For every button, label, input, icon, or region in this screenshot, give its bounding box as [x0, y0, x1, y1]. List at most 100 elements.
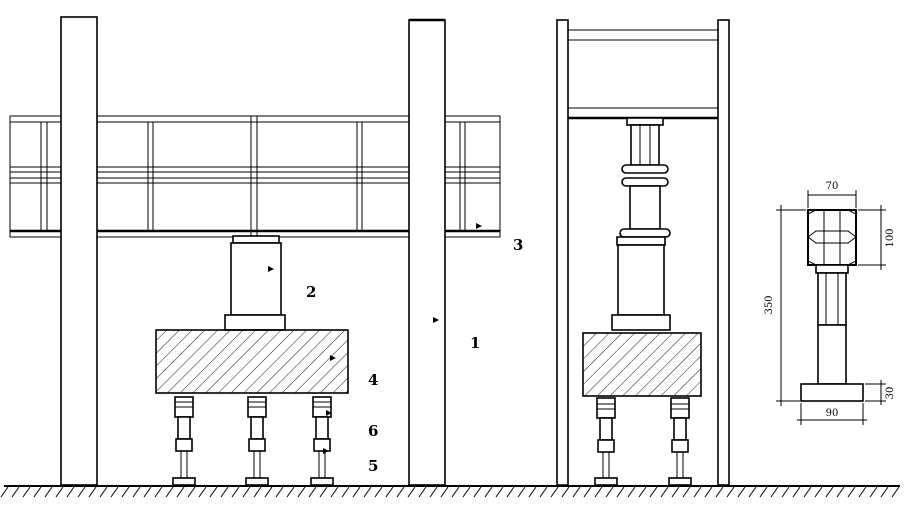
ground-hatch-mark [891, 486, 900, 498]
ground-hatch-mark [462, 486, 471, 498]
ground-hatch-mark [473, 486, 482, 498]
ground-hatch-mark [484, 486, 493, 498]
ground-hatch-mark [418, 486, 427, 498]
foundation-block-side [582, 332, 702, 397]
ground-hatch-mark [264, 486, 273, 498]
ground-hatch-mark [825, 486, 834, 498]
ground-line [0, 485, 900, 498]
dim-total-height: 350 [764, 295, 775, 314]
ground-hatch-mark [88, 486, 97, 498]
ground-hatch-mark [726, 486, 735, 498]
dim-base-width: 90 [826, 408, 839, 419]
ground-hatch-mark [33, 486, 42, 498]
ground-hatch-mark [396, 486, 405, 498]
ground-hatch-mark [297, 486, 306, 498]
ground-hatch-mark [748, 486, 757, 498]
ground-hatch-mark [605, 486, 614, 498]
ground-hatch-mark [550, 486, 559, 498]
ground-hatch-mark [286, 486, 295, 498]
ground-hatch-mark [594, 486, 603, 498]
ground-hatch-mark [693, 486, 702, 498]
reaction-column [408, 19, 446, 486]
ground-hatch-mark [231, 486, 240, 498]
label-4: 4 [368, 371, 378, 389]
ground-hatch-mark [682, 486, 691, 498]
foundation-block-left [155, 329, 349, 394]
ground-hatch-mark [385, 486, 394, 498]
ground-hatch-mark [308, 486, 317, 498]
support-jack-3 [310, 396, 334, 486]
ground-hatch-mark [627, 486, 636, 498]
ground-hatch-mark [341, 486, 350, 498]
ground-hatch-mark [187, 486, 196, 498]
ground-hatch-mark [561, 486, 570, 498]
ground-hatch-mark [814, 486, 823, 498]
support-jack-side-1 [594, 397, 618, 486]
ground-hatch-mark [803, 486, 812, 498]
dim-base-height: 30 [885, 387, 896, 400]
dim-top-height: 100 [885, 228, 896, 247]
load-train-side-view [611, 117, 671, 331]
ground-hatch-mark [198, 486, 207, 498]
ground-hatch-mark [110, 486, 119, 498]
specimen-detail [800, 209, 864, 402]
ground-hatch-mark [495, 486, 504, 498]
ground-hatch-mark [44, 486, 53, 498]
ground-hatch-mark [737, 486, 746, 498]
ground-hatch-mark [363, 486, 372, 498]
ground-hatch-mark [352, 486, 361, 498]
ground-hatch-mark [880, 486, 889, 498]
support-jack-1 [172, 396, 196, 486]
ground-hatch-mark [77, 486, 86, 498]
ground-hatch-mark [242, 486, 251, 498]
ground-hatch-mark [836, 486, 845, 498]
ground-hatch-mark [319, 486, 328, 498]
dimension-lines [776, 190, 886, 425]
label-2: 2 [306, 283, 316, 301]
ground-hatch-mark [143, 486, 152, 498]
support-jack-side-2 [668, 397, 692, 486]
label-6: 6 [368, 422, 378, 440]
ground-hatch-mark [649, 486, 658, 498]
left-column [60, 16, 98, 486]
ground-hatch-mark [539, 486, 548, 498]
ground-hatch-mark [858, 486, 867, 498]
ground-hatch-mark [847, 486, 856, 498]
ground-hatch-mark [165, 486, 174, 498]
ground-hatch-mark [792, 486, 801, 498]
ground-hatch-mark [517, 486, 526, 498]
ground-hatch-mark [121, 486, 130, 498]
ground-hatch-mark [55, 486, 64, 498]
specimen-left-view [224, 235, 286, 331]
ground-hatch-mark [506, 486, 515, 498]
ground-hatch-mark [572, 486, 581, 498]
ground-hatch-mark [781, 486, 790, 498]
ground-hatch-mark [451, 486, 460, 498]
ground-hatch-mark [132, 486, 141, 498]
ground-hatch-mark [66, 486, 75, 498]
ground-hatch-mark [429, 486, 438, 498]
ground-hatch-mark [638, 486, 647, 498]
ground-hatch-mark [869, 486, 878, 498]
ground-hatch-mark [0, 486, 9, 498]
ground-hatch-mark [671, 486, 680, 498]
ground-hatch-mark [220, 486, 229, 498]
ground-hatch-mark [22, 486, 31, 498]
dim-top-width: 70 [826, 181, 839, 192]
label-5: 5 [368, 457, 378, 475]
label-3: 3 [513, 236, 523, 254]
pointer-marks [268, 223, 482, 454]
ground-hatch-mark [660, 486, 669, 498]
ground-hatch-mark [275, 486, 284, 498]
ground-hatch-mark [528, 486, 537, 498]
ground-hatch-mark [704, 486, 713, 498]
ground-hatch-mark [759, 486, 768, 498]
ground-hatch-mark [374, 486, 383, 498]
support-jack-2 [245, 396, 269, 486]
ground-hatch-mark [11, 486, 20, 498]
ground-hatch-mark [407, 486, 416, 498]
ground-hatch-mark [330, 486, 339, 498]
ground-hatch-mark [154, 486, 163, 498]
